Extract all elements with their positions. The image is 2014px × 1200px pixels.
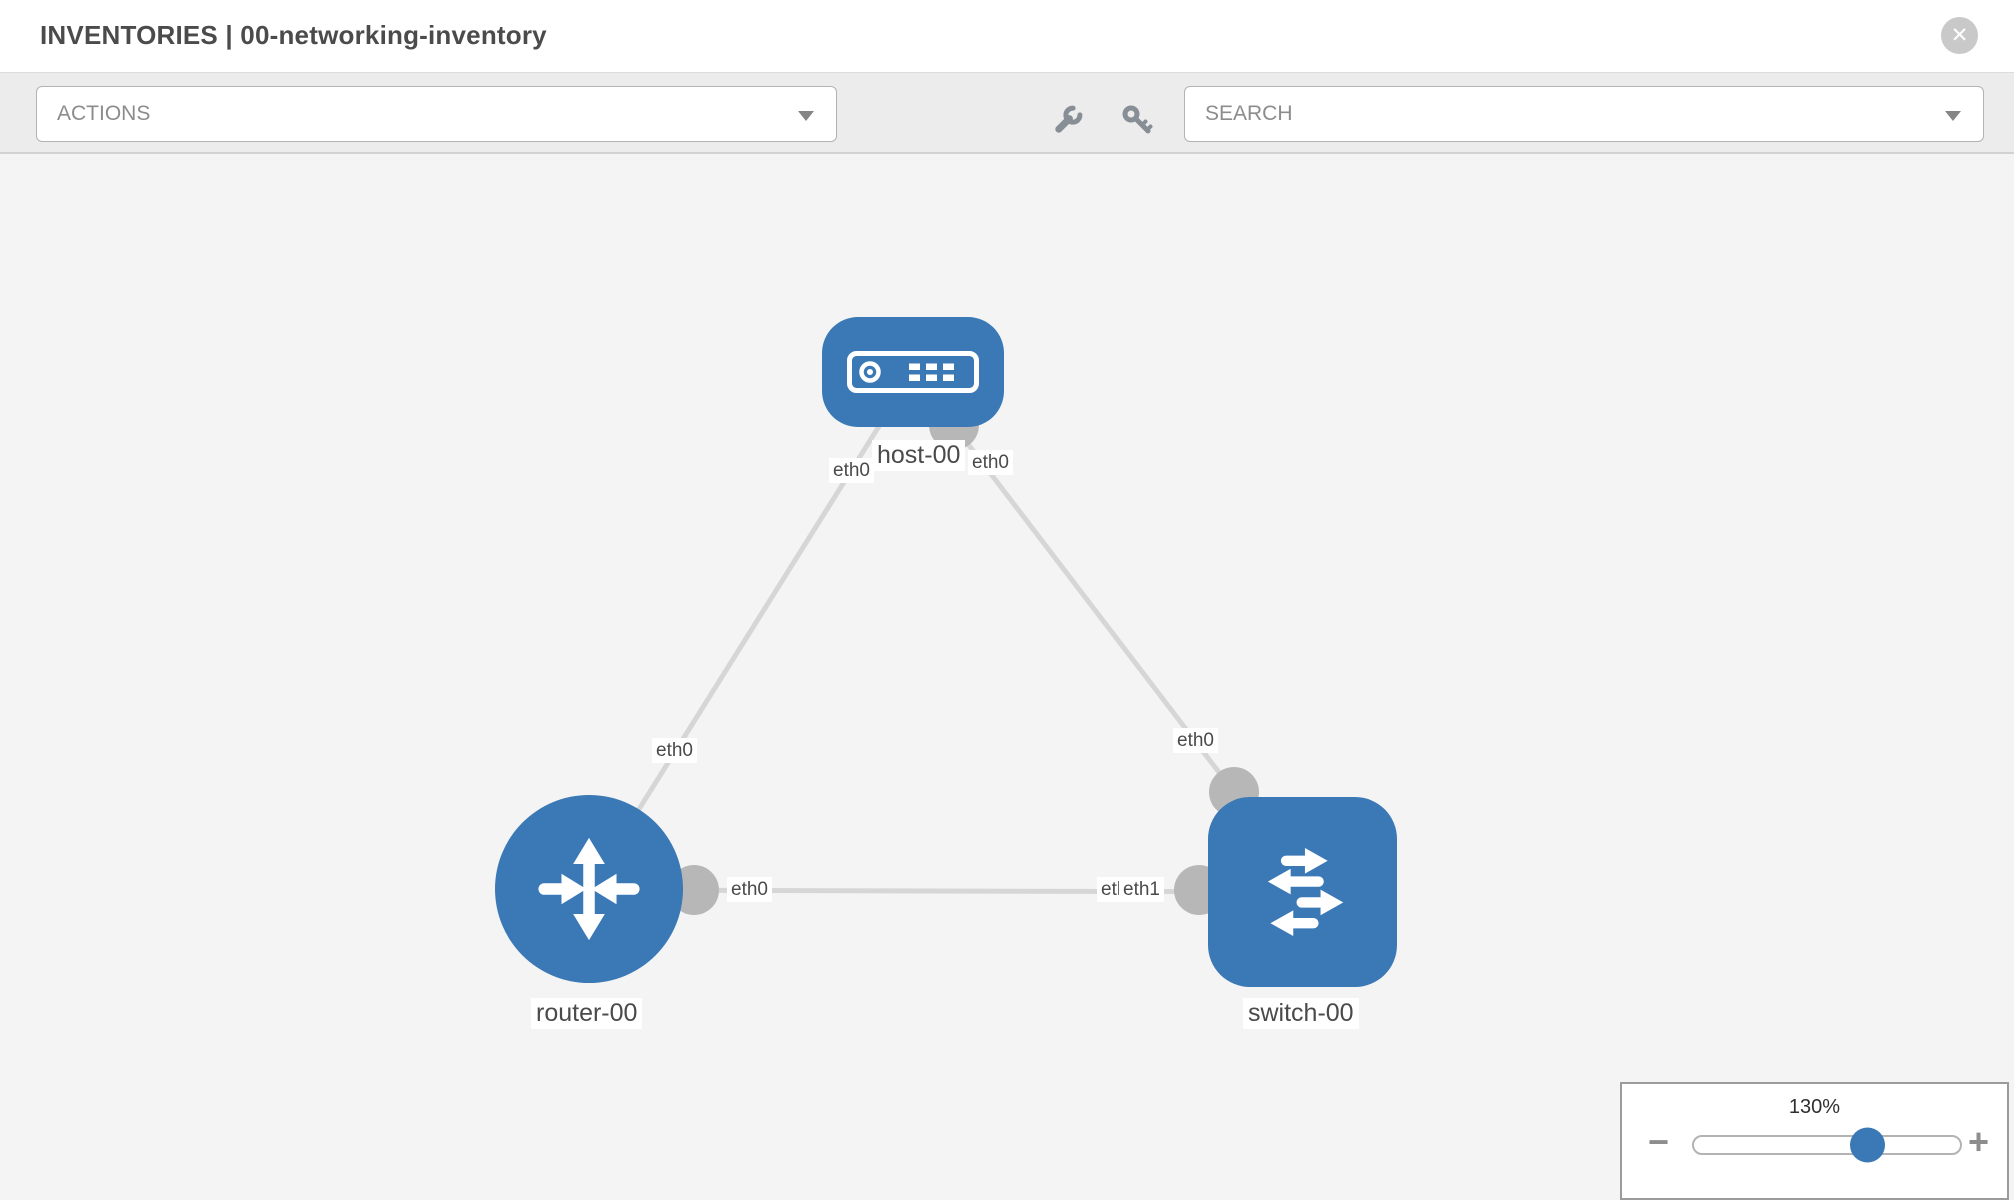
page-title: INVENTORIES | 00-networking-inventory [40,20,547,50]
interface-label: eth0 [1173,728,1218,753]
actions-dropdown[interactable]: ACTIONS [36,86,837,142]
chevron-down-icon [798,111,814,121]
zoom-slider-thumb[interactable] [1850,1127,1885,1163]
node-label-host: host-00 [872,440,966,471]
node-label-router: router-00 [531,998,643,1029]
interface-label: eth0 [727,877,772,902]
topology-edges [586,370,1303,915]
router-icon [538,837,640,941]
interface-label: eth0 [829,458,874,483]
interface-label: eth0 [652,738,697,763]
zoom-out-button[interactable]: − [1648,1121,1670,1162]
topology-canvas[interactable]: eth0 eth0 eth0 eth0 eth1 eth0 host-00 et… [0,154,2014,1200]
zoom-level-value: 130% [1788,1096,1841,1118]
search-dropdown-label: SEARCH [1205,102,1293,125]
key-icon[interactable] [1120,103,1154,137]
wrench-icon[interactable] [1051,103,1085,137]
host-icon [847,351,979,393]
node-label-switch: switch-00 [1243,998,1359,1029]
node-switch-00[interactable] [1208,797,1397,987]
interface-label: eth0 [968,450,1013,475]
zoom-slider[interactable] [1692,1127,1962,1163]
zoom-panel: 130% − + [1620,1082,2009,1200]
close-icon[interactable]: ✕ [1941,17,1978,54]
header-bar: INVENTORIES | 00-networking-inventory ✕ [0,0,2014,72]
node-router-00[interactable] [495,795,683,983]
chevron-down-icon [1945,111,1961,121]
switch-icon [1267,847,1343,937]
toolbar: ACTIONS SEARCH [0,72,2014,154]
actions-dropdown-label: ACTIONS [57,102,151,125]
zoom-in-button[interactable]: + [1968,1121,1990,1162]
node-host-00[interactable] [822,317,1004,427]
interface-label: eth1 [1119,877,1164,902]
search-dropdown[interactable]: SEARCH [1184,86,1984,142]
